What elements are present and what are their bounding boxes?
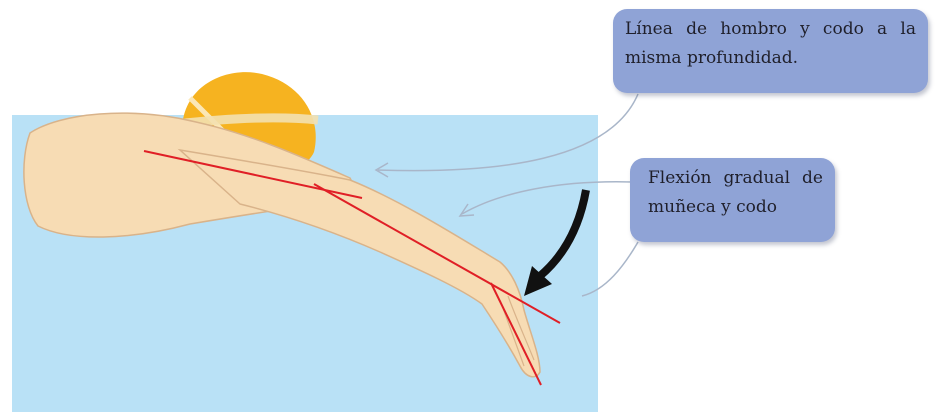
callout-shoulder-elbow: Línea de hombro y codo a la misma profun…	[613, 9, 928, 93]
callout-shoulder-elbow-text: Línea de hombro y codo a la misma profun…	[625, 19, 916, 68]
callout-wrist-elbow-flexion: Flexión gradual de muñeca y codo	[630, 158, 835, 242]
callout-wrist-elbow-flexion-text: Flexión gradual de muñeca y codo	[648, 168, 823, 217]
